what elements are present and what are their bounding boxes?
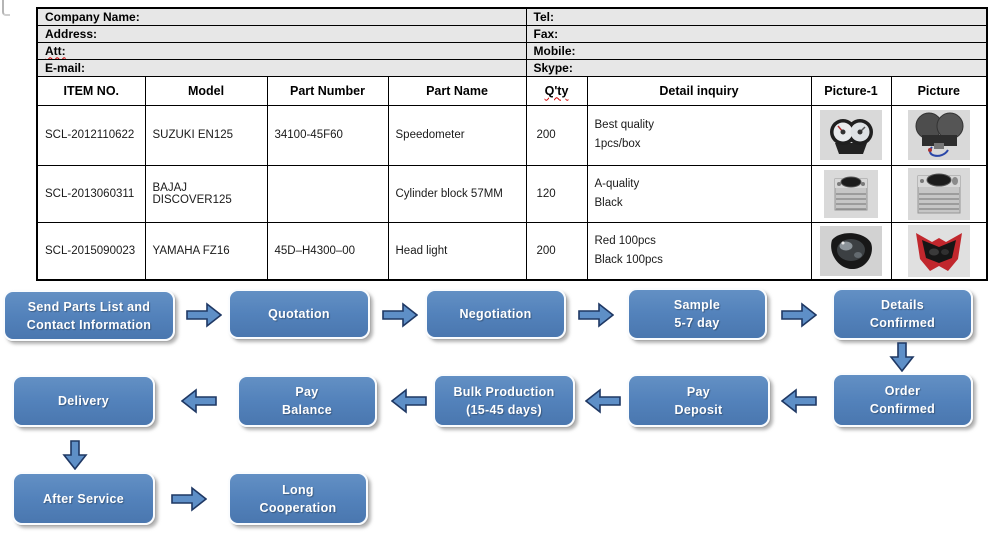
flow-step-negotiation: Negotiation	[425, 289, 566, 339]
arrow-left-icon	[181, 388, 217, 414]
arrow-right-icon	[781, 302, 817, 328]
speedometer-back-photo	[907, 110, 970, 160]
header-picture-1: Picture-1	[810, 75, 892, 106]
flow-step-bulk-production: Bulk Production(15-45 days)	[433, 374, 575, 427]
cell-qty: 120	[525, 164, 588, 223]
header-model: Model	[144, 75, 268, 106]
flow-step-after-service: After Service	[12, 472, 155, 525]
cylinder-block-large-photo	[907, 167, 970, 220]
cell-qty: 200	[525, 221, 588, 281]
header-picture-2: Picture	[890, 75, 988, 106]
address-label: Address:	[36, 24, 527, 43]
cell-part-number: 45D–H4300–00	[266, 221, 389, 281]
header-detail-inquiry: Detail inquiry	[586, 75, 812, 106]
arrow-left-icon	[781, 388, 817, 414]
table-row: SCL-2015090023 YAMAHA FZ16 45D–H4300–00 …	[36, 221, 988, 281]
cell-qty: 200	[525, 104, 588, 166]
table-row: SCL-2012110622 SUZUKI EN125 34100-45F60 …	[36, 104, 988, 166]
arrow-right-icon	[578, 302, 614, 328]
cell-model: YAMAHA FZ16	[144, 221, 268, 281]
table-header-row: ITEM NO. Model Part Number Part Name Q't…	[36, 75, 988, 106]
cell-part-name: Speedometer	[387, 104, 527, 166]
contact-row: Att: Mobile:	[36, 41, 988, 60]
contact-row: Address: Fax:	[36, 24, 988, 43]
table-row: SCL-2013060311 BAJAJ DISCOVER125 Cylinde…	[36, 164, 988, 223]
arrow-down-icon	[62, 440, 88, 470]
parts-inquiry-table: Company Name: Tel: Address: Fax: Att: Mo…	[36, 7, 989, 281]
arrow-right-icon	[382, 302, 418, 328]
cell-picture-2	[890, 164, 988, 223]
arrow-right-icon	[171, 486, 207, 512]
contact-row: E-mail: Skype:	[36, 58, 988, 77]
cell-detail-inquiry: A-quality Black	[586, 164, 812, 223]
cell-detail-inquiry: Red 100pcs Black 100pcs	[586, 221, 812, 281]
corner-mark	[2, 0, 10, 16]
cell-detail-inquiry: Best quality 1pcs/box	[586, 104, 812, 166]
cell-item-no: SCL-2012110622	[36, 104, 146, 166]
cell-item-no: SCL-2015090023	[36, 221, 146, 281]
contact-row: Company Name: Tel:	[36, 7, 988, 26]
cell-item-no: SCL-2013060311	[36, 164, 146, 223]
headlight-front-photo	[820, 225, 882, 276]
company-name-label: Company Name:	[36, 7, 527, 26]
speedometer-front-photo	[820, 110, 882, 160]
arrow-left-icon	[585, 388, 621, 414]
arrow-left-icon	[391, 388, 427, 414]
cell-model: BAJAJ DISCOVER125	[144, 164, 268, 223]
cell-picture-1	[810, 164, 892, 223]
flow-step-quotation: Quotation	[228, 289, 370, 339]
cell-picture-2	[890, 221, 988, 281]
cell-part-name: Cylinder block 57MM	[387, 164, 527, 223]
header-item-no: ITEM NO.	[36, 75, 146, 106]
cell-picture-1	[810, 221, 892, 281]
cylinder-block-photo	[824, 169, 878, 218]
header-part-name: Part Name	[387, 75, 527, 106]
mobile-label: Mobile:	[525, 41, 988, 60]
arrow-down-icon	[889, 342, 915, 372]
cell-part-number	[266, 164, 389, 223]
skype-label: Skype:	[525, 58, 988, 77]
att-label: Att:	[36, 41, 527, 60]
email-label: E-mail:	[36, 58, 527, 77]
flow-step-delivery: Delivery	[12, 375, 155, 427]
headlight-red-photo	[907, 224, 970, 277]
arrow-right-icon	[186, 302, 222, 328]
fax-label: Fax:	[525, 24, 988, 43]
cell-part-name: Head light	[387, 221, 527, 281]
tel-label: Tel:	[525, 7, 988, 26]
cell-model: SUZUKI EN125	[144, 104, 268, 166]
header-qty: Q'ty	[525, 75, 588, 106]
header-part-number: Part Number	[266, 75, 389, 106]
cell-picture-1	[810, 104, 892, 166]
cell-part-number: 34100-45F60	[266, 104, 389, 166]
cell-picture-2	[890, 104, 988, 166]
